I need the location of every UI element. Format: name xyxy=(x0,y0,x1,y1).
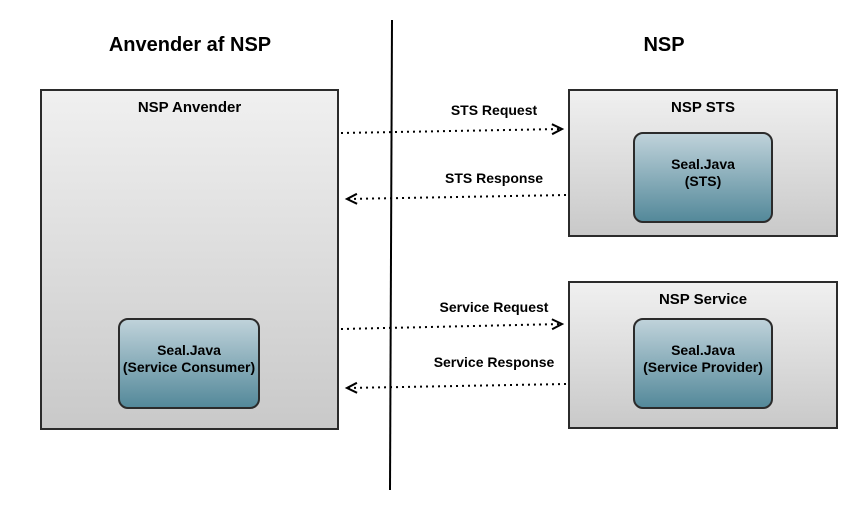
seal-java-service-provider-box: Seal.Java (Service Provider) xyxy=(633,318,773,409)
nsp-sts-box: NSP STS xyxy=(568,89,838,237)
nsp-sts-label: NSP STS xyxy=(671,99,735,116)
seal-sts-line2: (STS) xyxy=(684,172,722,189)
sts-request-arrow xyxy=(340,123,565,136)
service-response-arrow xyxy=(344,381,567,394)
sts-response-arrow xyxy=(344,192,567,205)
service-request-arrow xyxy=(340,318,565,331)
seal-consumer-line1: Seal.Java xyxy=(157,341,221,358)
nsp-anvender-label: NSP Anvender xyxy=(137,99,242,116)
seal-provider-line2: (Service Provider) xyxy=(643,358,763,375)
seal-consumer-line2: (Service Consumer) xyxy=(122,358,256,375)
nsp-service-label: NSP Service xyxy=(658,291,748,308)
sts-response-label: STS Response xyxy=(444,170,544,186)
seal-java-sts-box: Seal.Java (STS) xyxy=(633,132,773,223)
left-column-title: Anvender af NSP xyxy=(108,34,272,56)
sts-request-label: STS Request xyxy=(450,102,538,118)
seal-provider-line1: Seal.Java xyxy=(671,341,735,358)
seal-sts-line1: Seal.Java xyxy=(671,155,735,172)
seal-java-service-consumer-box: Seal.Java (Service Consumer) xyxy=(118,318,260,409)
service-request-label: Service Request xyxy=(439,299,549,315)
boundary-divider-line xyxy=(389,19,393,491)
service-response-label: Service Response xyxy=(433,354,555,370)
right-column-title: NSP xyxy=(643,34,685,56)
